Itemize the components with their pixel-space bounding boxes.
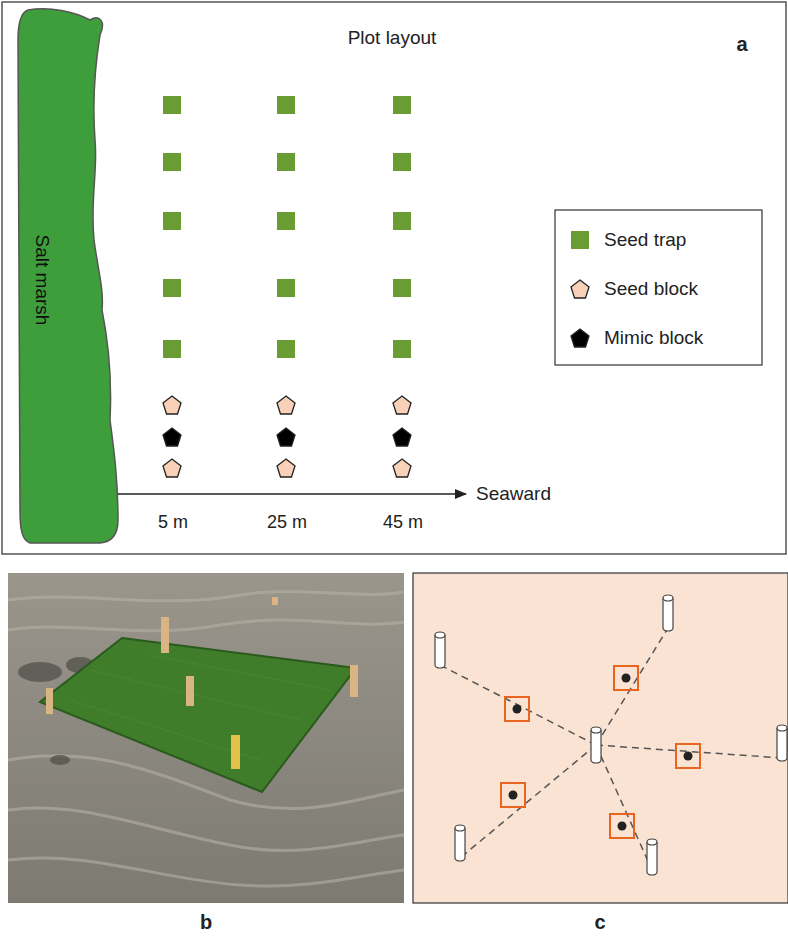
plot-schematic [413,573,788,903]
distance-label: 5 m [158,513,188,533]
legend-box [555,210,762,365]
legend-pentagon [568,327,592,349]
legend-text: Seed trap [604,229,686,251]
marsh-outline [16,6,122,546]
legend-entry: Seed block [568,277,698,301]
legend-entry: Seed trap [568,228,686,252]
direction-label: Seaward [476,484,551,505]
panel-letter: c [594,911,605,933]
distance-label: 25 m [267,513,307,533]
legend-swatch [571,231,589,249]
panel-frame [2,2,786,554]
panel-title: Plot layout [348,28,437,49]
seaward-arrow [118,493,466,495]
salt-marsh-region: Salt marsh [16,6,122,546]
seed-blocks [163,396,411,477]
legend-entry: Mimic block [568,326,703,350]
legend-text: Mimic block [604,327,703,349]
seed-traps [163,96,411,358]
legend-text: Seed block [604,278,698,300]
panel-letter: a [736,33,747,55]
panel-letter: b [200,911,212,933]
field-photo [8,573,404,903]
legend-pentagon [568,278,592,300]
distance-label: 45 m [383,513,423,533]
region-label: Salt marsh [31,235,53,326]
